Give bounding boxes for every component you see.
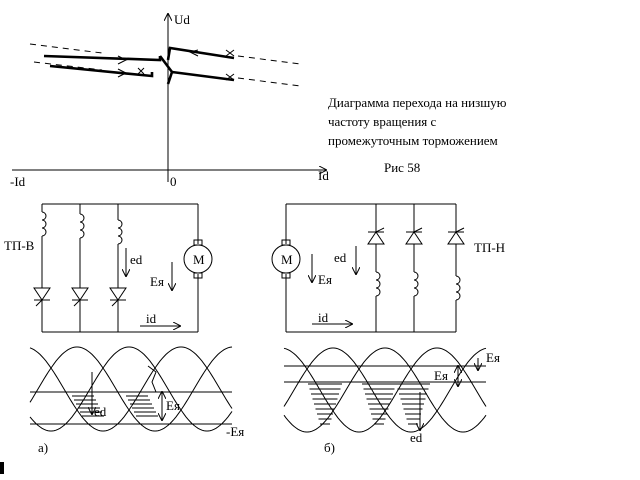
waveform-a-marks <box>30 365 232 425</box>
char-arrow-1 <box>117 55 128 65</box>
left-branch-2 <box>71 204 89 332</box>
right-branch-1 <box>367 204 385 332</box>
right-circuit <box>271 203 465 333</box>
neg-id-axis-label: -Id <box>10 174 26 189</box>
waveform-b-e-mid-label: Ея <box>434 368 448 383</box>
right-e-label: Ея <box>318 272 332 287</box>
waveform-a-label: а) <box>38 440 48 455</box>
char-lower-dashed-left <box>33 61 103 71</box>
waveform-a-ed-label: ed <box>94 404 107 419</box>
char-arrow-6 <box>137 67 145 75</box>
char-upper-left <box>43 54 162 62</box>
char-lower-dashed-right <box>237 77 301 87</box>
edge-mark <box>0 462 4 474</box>
origin-label: 0 <box>170 174 177 189</box>
waveform-b <box>283 347 487 433</box>
char-upper-dashed-right <box>237 55 301 65</box>
right-branch-3 <box>447 204 465 332</box>
characteristic-plot <box>12 14 326 182</box>
waveform-b-e-top-label: Ея <box>486 350 500 365</box>
left-converter-label: ТП-В <box>4 238 35 253</box>
left-branch-1 <box>33 204 51 332</box>
waveform-b-ed-label: ed <box>410 430 423 445</box>
diagram-caption-line-1: Диаграмма перехода на низшую <box>328 95 507 110</box>
char-arrow-2 <box>117 68 128 78</box>
char-upper-right <box>166 46 235 61</box>
figure-number: Рис 58 <box>384 160 420 175</box>
char-arrow-5 <box>225 73 235 81</box>
left-e-label: Ея <box>150 274 164 289</box>
left-circuit <box>33 203 213 333</box>
left-branch-3 <box>109 204 127 332</box>
right-id-label: id <box>318 310 329 325</box>
diagram-caption-line-2: частоту вращения с <box>328 114 437 129</box>
left-motor-label: М <box>193 252 205 267</box>
char-upper-dashed-left <box>29 43 103 54</box>
char-lower-left <box>49 64 154 78</box>
waveform-a-e-end-label: -Ея <box>226 424 244 439</box>
waveform-b-phase-3 <box>283 347 487 433</box>
waveform-b-phase-2 <box>283 347 487 433</box>
char-transition-jump <box>158 55 174 73</box>
right-converter-label: ТП-Н <box>474 240 505 255</box>
diagram-caption-line-3: промежуточным торможением <box>328 133 498 148</box>
waveform-b-marks <box>284 358 486 430</box>
ud-axis-label: Ud <box>174 12 190 27</box>
id-axis-label: Id <box>318 168 329 183</box>
char-arrow-3 <box>188 49 199 57</box>
waveform-a-phase-1 <box>29 346 233 432</box>
right-motor-label: М <box>281 252 293 267</box>
right-ed-label: ed <box>334 250 347 265</box>
left-ed-label: ed <box>130 252 143 267</box>
waveform-a-phase-3 <box>29 346 233 432</box>
char-lower-right <box>166 70 235 85</box>
waveform-b-label: б) <box>324 440 335 455</box>
char-arrow-4 <box>225 49 235 57</box>
waveform-a-phase-2 <box>29 346 233 432</box>
right-branch-2 <box>405 204 423 332</box>
left-id-label: id <box>146 311 157 326</box>
waveform-a <box>29 346 233 432</box>
waveform-a-e-label: Ея <box>166 398 180 413</box>
